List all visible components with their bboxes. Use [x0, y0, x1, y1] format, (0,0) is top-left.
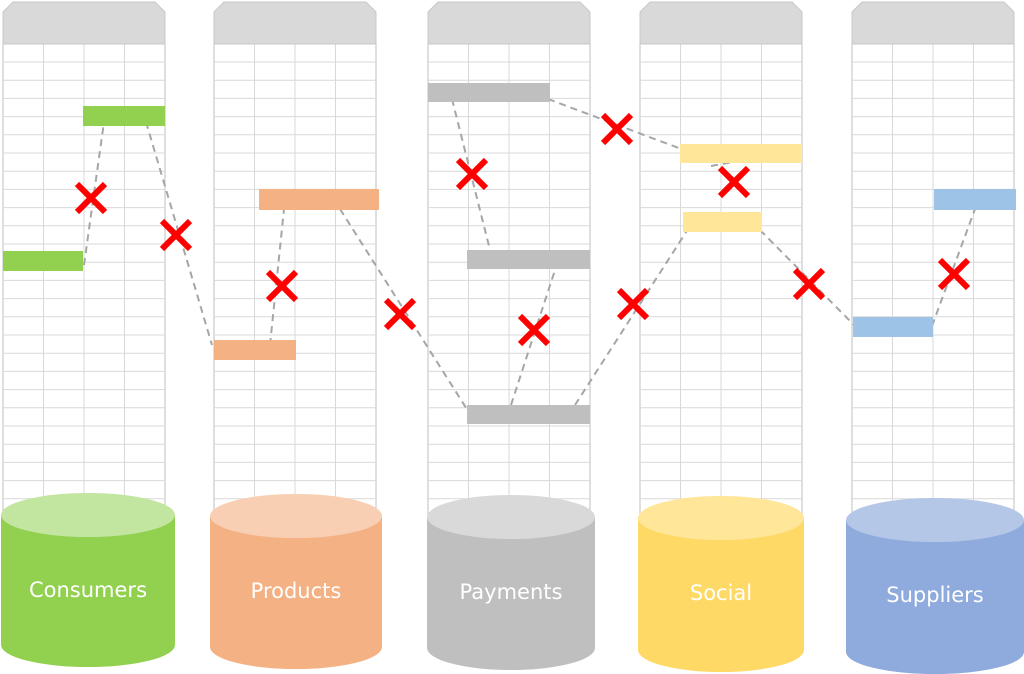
social-database-label: Social	[690, 581, 752, 605]
broken-link-x-icon	[74, 181, 108, 215]
dashed-link	[547, 98, 701, 157]
social-database-body	[638, 518, 804, 672]
consumers-tube-cap	[2, 1, 166, 45]
consumers-record-bar	[83, 106, 165, 126]
consumers-database-top	[1, 493, 175, 537]
dashed-link	[759, 229, 856, 327]
x-stroke	[383, 297, 417, 331]
x-stroke	[455, 157, 489, 191]
database-cylinders: Consumers Products Payments Social Suppliers	[1, 493, 1024, 674]
suppliers-record-bar	[853, 317, 933, 337]
x-stroke	[74, 181, 108, 215]
products-silo-tube	[213, 1, 377, 531]
social-record-bar	[680, 144, 802, 163]
consumers-database-body	[1, 515, 175, 667]
broken-link-x-icon	[383, 297, 417, 331]
suppliers-record-bar	[934, 189, 1016, 210]
payments-record-bar	[467, 250, 590, 269]
payments-record-bar	[428, 83, 550, 102]
social-silo-tube	[639, 1, 803, 531]
x-stroke	[265, 269, 299, 303]
data-records	[3, 83, 1016, 424]
x-stroke	[616, 287, 650, 321]
products-database: Products	[210, 494, 382, 669]
consumers-database: Consumers	[1, 493, 175, 667]
products-database-body	[210, 516, 382, 669]
broken-link-x-icon	[792, 267, 826, 301]
products-tube-cap	[213, 1, 377, 45]
products-database-label: Products	[251, 579, 342, 603]
dashed-link	[145, 121, 213, 346]
consumers-record-bar	[3, 251, 83, 271]
social-record-bar	[683, 212, 762, 232]
payments-tube-cap	[427, 1, 591, 45]
suppliers-database-body	[846, 520, 1024, 674]
suppliers-silo-tube	[851, 1, 1015, 531]
broken-link-x-icon	[159, 218, 193, 252]
payments-database-label: Payments	[460, 580, 563, 604]
broken-link-x-icon	[455, 157, 489, 191]
suppliers-database: Suppliers	[846, 498, 1024, 674]
broken-link-markers	[74, 112, 971, 347]
dashed-link	[931, 208, 976, 327]
broken-link-x-icon	[616, 287, 650, 321]
broken-link-x-icon	[600, 112, 634, 146]
x-stroke	[937, 257, 971, 291]
products-record-bar	[259, 189, 379, 210]
payments-database-top	[427, 495, 595, 539]
social-database-top	[638, 496, 804, 540]
social-tube-cap	[639, 1, 803, 45]
payments-database: Payments	[427, 495, 595, 670]
suppliers-database-top	[846, 498, 1024, 542]
x-stroke	[517, 313, 551, 347]
broken-link-x-icon	[937, 257, 971, 291]
products-database-top	[210, 494, 382, 538]
dashed-link	[269, 208, 285, 346]
broken-link-x-icon	[517, 313, 551, 347]
x-stroke	[792, 267, 826, 301]
x-stroke	[717, 165, 751, 199]
broken-link-x-icon	[265, 269, 299, 303]
payments-database-body	[427, 517, 595, 670]
suppliers-tube-cap	[851, 1, 1015, 45]
suppliers-database-label: Suppliers	[886, 583, 983, 607]
broken-link-x-icon	[717, 165, 751, 199]
x-stroke	[159, 218, 193, 252]
payments-record-bar	[467, 405, 590, 424]
products-record-bar	[214, 340, 296, 360]
x-stroke	[600, 112, 634, 146]
consumers-database-label: Consumers	[29, 578, 147, 602]
social-database: Social	[638, 496, 804, 672]
